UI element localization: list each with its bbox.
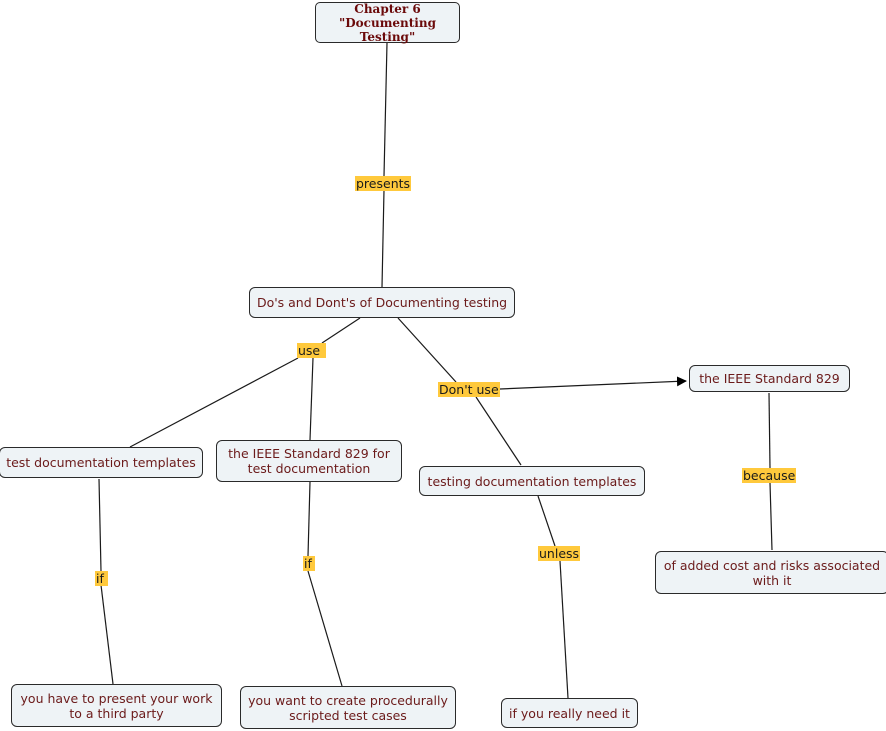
line-if-scripted	[307, 570, 343, 687]
line-if-thirdparty	[100, 584, 114, 685]
concept-third-party[interactable]: you have to present your work to a third…	[11, 684, 222, 727]
link-unless[interactable]: unless	[538, 546, 581, 561]
line-templates-if	[98, 478, 102, 572]
root-concept-line1: Chapter 6	[354, 1, 421, 16]
root-concept[interactable]: Chapter 6 "Documenting Testing"	[315, 1, 460, 44]
concept-added-cost-and-risks[interactable]: of added cost and risks associated with …	[655, 551, 886, 594]
line-dos-dontuse	[397, 317, 457, 383]
concept-dos-and-donts[interactable]: Do's and Dont's of Documenting testing	[249, 287, 515, 318]
link-if-2[interactable]: if	[303, 556, 315, 571]
link-use[interactable]: use	[297, 343, 327, 358]
line-ieee829for-if	[307, 481, 311, 557]
concept-procedurally-scripted[interactable]: you want to create procedurally scripted…	[240, 686, 456, 729]
line-presents-dos	[381, 189, 385, 288]
concept-ieee-829-for-test-documentation[interactable]: the IEEE Standard 829 for test documenta…	[216, 440, 402, 482]
line-because-cost	[769, 482, 773, 551]
link-if-1[interactable]: if	[95, 571, 108, 586]
link-dont-use[interactable]: Don't use	[438, 382, 500, 397]
root-concept-line2: "Documenting Testing"	[339, 15, 436, 44]
link-presents[interactable]: presents	[355, 176, 412, 191]
concept-if-you-really-need-it[interactable]: if you really need it	[501, 698, 638, 728]
line-dos-use	[321, 317, 361, 344]
line-root-presents	[383, 42, 388, 177]
line-dontuse-ieee829	[499, 376, 687, 390]
line-ieee829-because	[768, 392, 771, 469]
concept-testing-documentation-templates[interactable]: testing documentation templates	[419, 466, 645, 496]
link-because[interactable]: because	[742, 468, 797, 483]
line-use-ieee829for	[309, 357, 314, 441]
line-use-templates	[129, 357, 299, 448]
concept-ieee-829[interactable]: the IEEE Standard 829	[689, 365, 850, 392]
line-dontuse-testing	[475, 396, 522, 466]
concept-test-documentation-templates[interactable]: test documentation templates	[0, 447, 203, 478]
line-testing-unless	[537, 495, 556, 547]
line-unless-reallyneed	[559, 560, 569, 699]
